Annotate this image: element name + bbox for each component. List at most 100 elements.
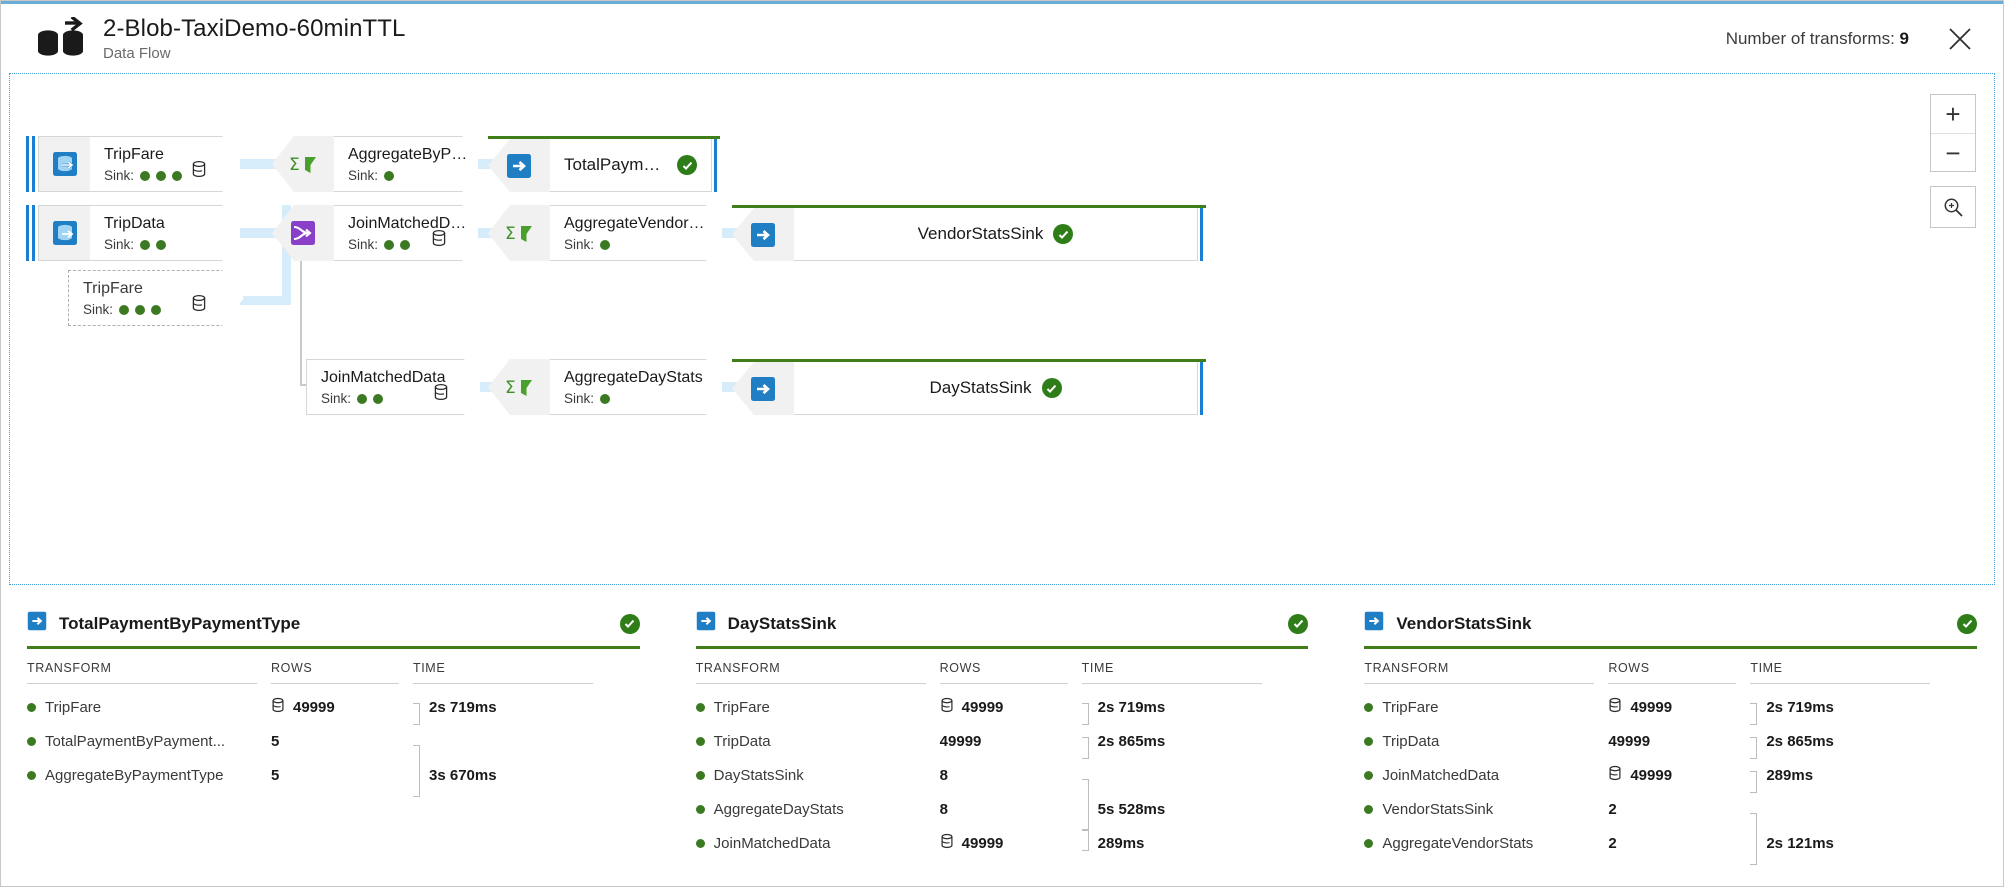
- row-transform-label: JoinMatchedData: [713, 834, 831, 852]
- row-rows-value: 2: [1608, 834, 1617, 852]
- node-label: VendorStatsSink: [917, 223, 1044, 243]
- table-row[interactable]: TripData 49999 2s 865ms: [695, 724, 1309, 759]
- panel-title: TotalPaymentByPaymentType: [59, 613, 301, 633]
- row-transform: DayStatsSink: [695, 766, 940, 784]
- table-row[interactable]: TotalPaymentByPayment... 5: [27, 724, 640, 797]
- sink-label: Sink:: [104, 237, 135, 253]
- status-dot: [151, 305, 161, 315]
- table-row[interactable]: AggregateVendorStats 2 2s 121ms: [1364, 826, 1977, 860]
- node-body: AggregateVendorSt... Sink:: [550, 205, 728, 261]
- close-icon[interactable]: [1943, 22, 1977, 56]
- sink-icon: [732, 208, 794, 261]
- table-body: TripFare 49999: [695, 690, 1309, 860]
- column-header-time: TIME: [1081, 661, 1262, 684]
- table-row[interactable]: TripData 49999 2s 865ms: [1364, 724, 1977, 759]
- status-badge: [1957, 613, 1978, 634]
- status-dot: [600, 240, 610, 250]
- node-tripfare-source[interactable]: TripFare Sink:: [24, 136, 244, 192]
- table-row[interactable]: AggregateDayStats 8 5s 528ms: [695, 792, 1309, 826]
- node-tripdata-source[interactable]: TripData Sink:: [24, 205, 244, 261]
- table-row[interactable]: JoinMatchedData 49999: [1364, 758, 1977, 793]
- node-aggregatedaystats[interactable]: Σ AggregateDayStats Sink:: [488, 359, 728, 415]
- row-time-value: 2s 865ms: [1766, 732, 1834, 750]
- sink-label: Sink:: [348, 237, 379, 253]
- row-rows-value: 5: [271, 732, 280, 750]
- zoom-out-button[interactable]: −: [1931, 133, 1975, 171]
- database-icon: [433, 383, 449, 406]
- node-label: TripFare: [83, 279, 143, 297]
- panel-vendorstatssink: VendorStatsSink TRANSFORM ROWS TIME Trip…: [1364, 611, 1978, 887]
- table-row[interactable]: AggregateByPaymentType 5 3s 670ms: [27, 758, 640, 792]
- status-dot: [135, 305, 145, 315]
- status-dot: [1364, 838, 1374, 848]
- table-row[interactable]: TripFare 49999: [695, 690, 1309, 725]
- source-icon: [38, 205, 90, 261]
- header-right: Number of transforms: 9: [1726, 22, 1977, 56]
- row-time-value: 2s 719ms: [429, 698, 497, 716]
- node-vendorstatssink[interactable]: VendorStatsSink: [732, 205, 1206, 261]
- sink-icon: [732, 362, 794, 415]
- row-rows: 49999: [1608, 697, 1750, 717]
- panel-totalpaymentbypaymenttype: TotalPaymentByPaymentType TRANSFORM ROWS…: [27, 611, 696, 887]
- row-rows-value: 49999: [1630, 766, 1673, 784]
- row-time-value: 289ms: [1766, 766, 1814, 784]
- status-dot: [1364, 736, 1374, 746]
- status-dot: [119, 305, 129, 315]
- row-time: 2s 719ms: [1081, 699, 1165, 725]
- node-label: AggregateVendorSt...: [564, 214, 713, 232]
- node-totalpaymentbypaymenttype-sink[interactable]: TotalPaymentBy...: [488, 136, 720, 192]
- status-badge: [677, 155, 697, 175]
- header-titles: 2-Blob-TaxiDemo-60minTTL Data Flow: [103, 15, 406, 62]
- node-joinmatcheddata-1[interactable]: JoinMatchedData Sink:: [272, 205, 484, 261]
- row-rows-value: 49999: [961, 698, 1004, 716]
- table-row[interactable]: TripFare 49999: [27, 690, 640, 725]
- row-transform-label: TripFare: [713, 698, 770, 716]
- column-header-transform: TRANSFORM: [1364, 661, 1595, 684]
- status-dot: [357, 394, 367, 404]
- row-rows-value: 8: [939, 800, 949, 818]
- node-body: JoinMatchedData Sink:: [334, 205, 484, 261]
- node-accent-bar: [1198, 362, 1206, 415]
- row-rows: 2: [1608, 801, 1750, 818]
- table-row[interactable]: JoinMatchedData 49999: [695, 826, 1309, 860]
- node-aggregatebypaymenttype[interactable]: Σ AggregateByPayme... Sink:: [272, 136, 484, 192]
- data-flow-canvas[interactable]: + −: [9, 73, 1995, 585]
- row-time: 2s 865ms: [1081, 733, 1165, 759]
- table-header: TRANSFORM ROWS TIME: [1364, 649, 1977, 684]
- status-dot: [600, 394, 610, 404]
- node-body: TotalPaymentBy...: [550, 139, 712, 192]
- node-daystatssink[interactable]: DayStatsSink: [732, 359, 1206, 415]
- row-transform-label: DayStatsSink: [713, 766, 804, 784]
- row-rows: 49999: [940, 697, 1082, 717]
- table-row[interactable]: TripFare 49999: [1364, 690, 1977, 725]
- zoom-in-button[interactable]: +: [1945, 99, 1961, 129]
- status-badge: [1053, 224, 1074, 244]
- database-icon: [940, 833, 954, 853]
- fit-to-screen-icon[interactable]: [1930, 186, 1976, 228]
- node-label: TripFare: [104, 145, 164, 163]
- row-rows: 5: [271, 767, 413, 784]
- node-aggregatevendorstats[interactable]: Σ AggregateVendorSt... Sink:: [488, 205, 728, 261]
- edge-vertical-to-row3: [300, 205, 302, 385]
- sink-label: Sink:: [321, 391, 352, 407]
- row-rows: 5: [271, 733, 413, 750]
- node-label: TripData: [104, 214, 165, 232]
- sink-label: Sink:: [348, 168, 379, 184]
- status-dot: [27, 770, 36, 780]
- table-row[interactable]: DayStatsSink 8: [695, 758, 1309, 831]
- status-dot: [400, 240, 410, 250]
- row-time: 2s 719ms: [1750, 699, 1834, 725]
- column-header-rows: ROWS: [271, 661, 399, 684]
- node-joinmatcheddata-2[interactable]: JoinMatchedData Sink:: [306, 359, 486, 415]
- database-icon: [1608, 765, 1622, 785]
- panel-header: TotalPaymentByPaymentType: [27, 611, 640, 646]
- column-header-time: TIME: [1750, 661, 1931, 684]
- row-transform-label: TripData: [713, 732, 771, 750]
- node-body: TripData Sink:: [90, 205, 244, 261]
- node-body: AggregateByPayme... Sink:: [334, 136, 484, 192]
- status-dot: [695, 702, 705, 712]
- table-row[interactable]: VendorStatsSink 2: [1364, 792, 1977, 865]
- row-rows-value: 49999: [961, 834, 1004, 852]
- database-icon: [271, 697, 285, 717]
- node-tripfare-ghost[interactable]: TripFare Sink:: [68, 270, 244, 326]
